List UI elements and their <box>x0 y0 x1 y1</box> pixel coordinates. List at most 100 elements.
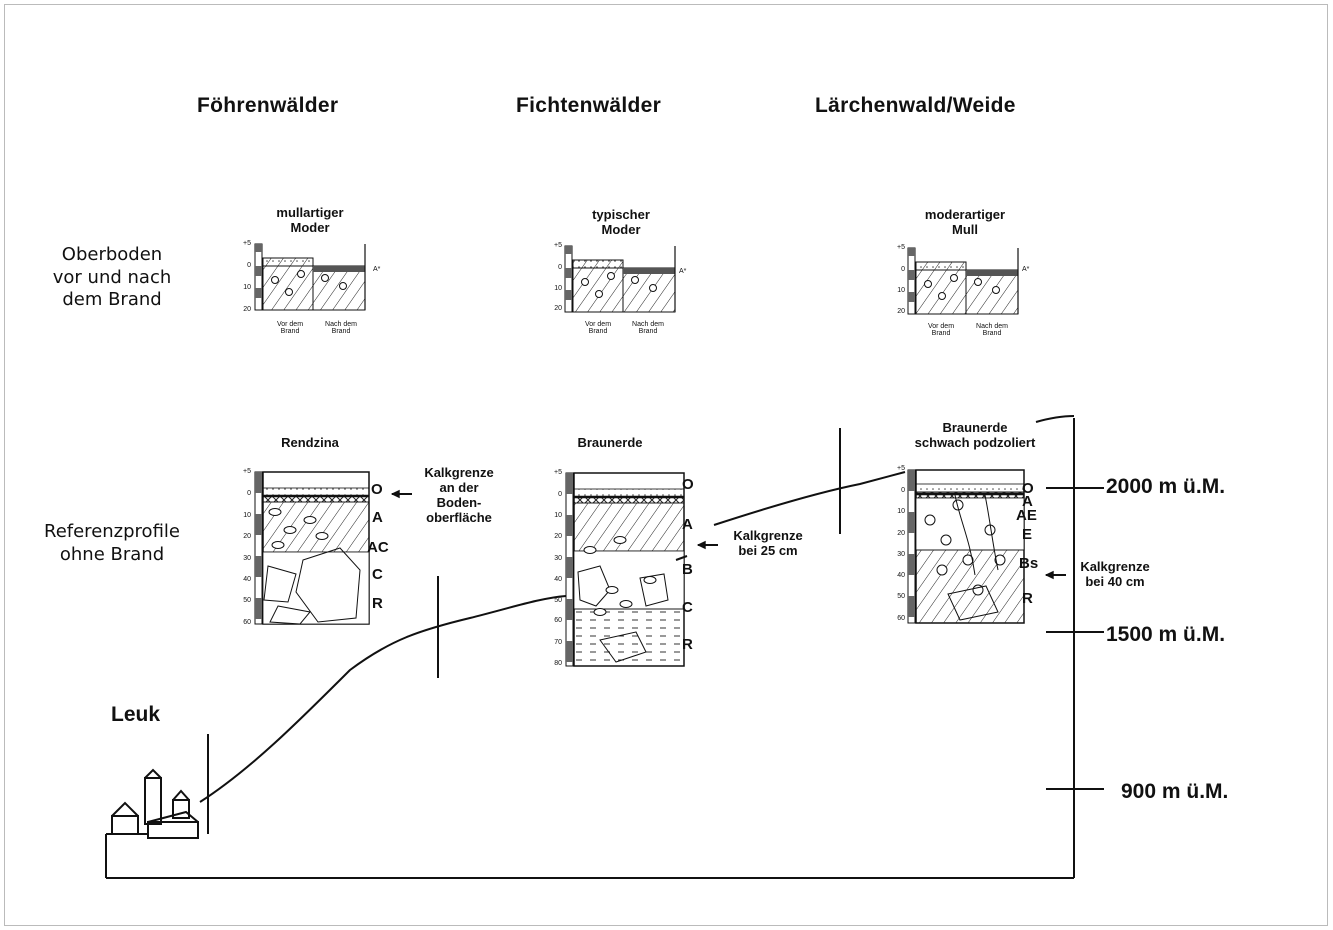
podzoliert-stone <box>962 554 974 566</box>
braunerde-stone <box>613 536 627 544</box>
row-header-topsoil: Oberboden vor und nach dem Brand <box>22 244 202 312</box>
tick-label: 70 <box>554 639 562 646</box>
note-kalkgrenze-40cm: Kalkgrenze bei 40 cm <box>1065 559 1165 590</box>
arrow-kalkgrenze-40cm-head <box>1044 570 1054 580</box>
tick-label: 60 <box>897 615 905 622</box>
tick-label: 20 <box>243 306 251 313</box>
row-header-reference-line: ohne Brand <box>59 543 165 565</box>
tick-label: 10 <box>243 284 251 291</box>
profile-podzoliert-zone <box>915 483 1025 493</box>
rendzina-stone <box>271 541 285 549</box>
topsoil-fichte-ruler <box>564 245 573 313</box>
label-line: Vor dem <box>927 323 955 330</box>
topsoil-foehre-before-litter <box>262 257 314 267</box>
topsoil-laerche-stone <box>974 278 982 286</box>
tick-label: 0 <box>558 491 562 498</box>
profile-braunerde-zone <box>573 502 685 552</box>
tick-label: 50 <box>897 593 905 600</box>
tick-label: +5 <box>554 242 562 249</box>
tick-label: 10 <box>554 285 562 292</box>
label-after-fire: Nach dem Brand <box>964 323 1020 338</box>
rendzina-stone <box>303 516 317 524</box>
braunerde-rock <box>577 565 611 607</box>
reference-title-podzoliert: Braunerde schwach podzoliert <box>880 420 1070 451</box>
elevation-axis-top <box>1035 415 1075 423</box>
rendzina-stone <box>315 532 329 540</box>
topsoil-foehre-ruler-seg <box>255 266 262 276</box>
tick-label: 40 <box>554 576 562 583</box>
tick-label: +5 <box>897 244 905 251</box>
tick-label: 0 <box>901 487 905 494</box>
topsoil-fichte-stone <box>595 290 603 298</box>
horizon-label: B <box>682 561 693 578</box>
profile-braunerde-ruler-seg <box>566 515 573 536</box>
horizon-label: AC <box>367 539 389 556</box>
tick-label: 60 <box>243 619 251 626</box>
topsoil-foehre-stone <box>339 282 347 290</box>
tick-label: 20 <box>897 530 905 537</box>
rendzina-rock <box>295 547 361 623</box>
braunerde-stone <box>643 576 657 584</box>
topsoil-laerche-before-column <box>915 261 967 315</box>
podzoliert-stone <box>940 534 952 546</box>
horizon-label: O <box>1022 480 1034 497</box>
topsoil-title-2: typischer Moder <box>561 207 681 238</box>
tick-label: 0 <box>901 266 905 273</box>
note-line: Kalkgrenze <box>1080 559 1150 574</box>
elevation-900: 900 m ü.M. <box>1121 780 1229 803</box>
profile-rendzina-ruler-seg <box>255 556 262 577</box>
topsoil-laerche-after-ash <box>966 270 1018 276</box>
topsoil-foehre-ruler-seg <box>255 244 262 252</box>
row-header-reference: Referenzprofile ohne Brand <box>12 521 212 566</box>
label-after-fire: Nach dem Brand <box>620 321 676 336</box>
town-roof <box>111 801 139 817</box>
reference-title-braunerde: Braunerde <box>577 435 643 450</box>
label-line: Vor dem <box>584 321 612 328</box>
title-line: Braunerde <box>942 420 1008 435</box>
podzoliert-stone <box>924 514 936 526</box>
row-header-topsoil-line: Oberboden <box>61 244 163 265</box>
label-line: Nach dem <box>632 321 664 328</box>
rendzina-rock <box>269 605 311 625</box>
podzoliert-stone <box>936 564 948 576</box>
profile-rendzina-ruler-seg <box>255 472 262 493</box>
tick-label: 30 <box>897 551 905 558</box>
tick-label: 30 <box>243 555 251 562</box>
town-house <box>172 799 190 819</box>
label-line: Nach dem <box>325 321 357 328</box>
podzoliert-root <box>984 494 999 571</box>
tick-label: 20 <box>554 305 562 312</box>
topsoil-foehre-stone <box>321 274 329 282</box>
label-line: Brand <box>982 330 1002 338</box>
a-star-marker: A* <box>1022 266 1030 273</box>
note-line: oberfläche <box>426 509 492 525</box>
slope-low <box>199 595 567 803</box>
topsoil-fichte-ruler-seg <box>565 268 572 278</box>
topsoil-fichte-before-litter <box>572 259 624 269</box>
tick-label: 10 <box>243 512 251 519</box>
topsoil-foehre-before-column <box>262 257 314 311</box>
column-header-fichtenwaelder: Fichtenwälder <box>516 94 662 117</box>
tick-label: +5 <box>554 469 562 476</box>
horizon-label: A <box>1022 493 1033 510</box>
topsoil-foehre-ruler-seg <box>255 288 262 298</box>
tick-label: 10 <box>897 508 905 515</box>
tick-label: 20 <box>554 533 562 540</box>
topsoil-fichte-after-column <box>622 267 676 313</box>
a-star-marker: A* <box>373 266 381 273</box>
profile-rendzina-ruler-seg <box>255 514 262 535</box>
label-line: Brand <box>588 328 608 336</box>
town-house <box>111 815 139 835</box>
elevation-1500: 1500 m ü.M. <box>1106 623 1226 646</box>
braunerde-stone <box>605 586 619 594</box>
topsoil-title-1: mullartiger Moder <box>250 205 370 236</box>
topsoil-foehre-stone <box>285 288 293 296</box>
town-house <box>147 821 199 839</box>
profile-podzoliert-ruler-seg <box>908 470 915 491</box>
arrow-kalkgrenze-oberflaeche-head <box>390 489 400 499</box>
tick-label: +5 <box>897 465 905 472</box>
horizon-label: AE <box>1016 507 1037 524</box>
topsoil-fichte-stone <box>649 284 657 292</box>
tick-label: 10 <box>897 287 905 294</box>
